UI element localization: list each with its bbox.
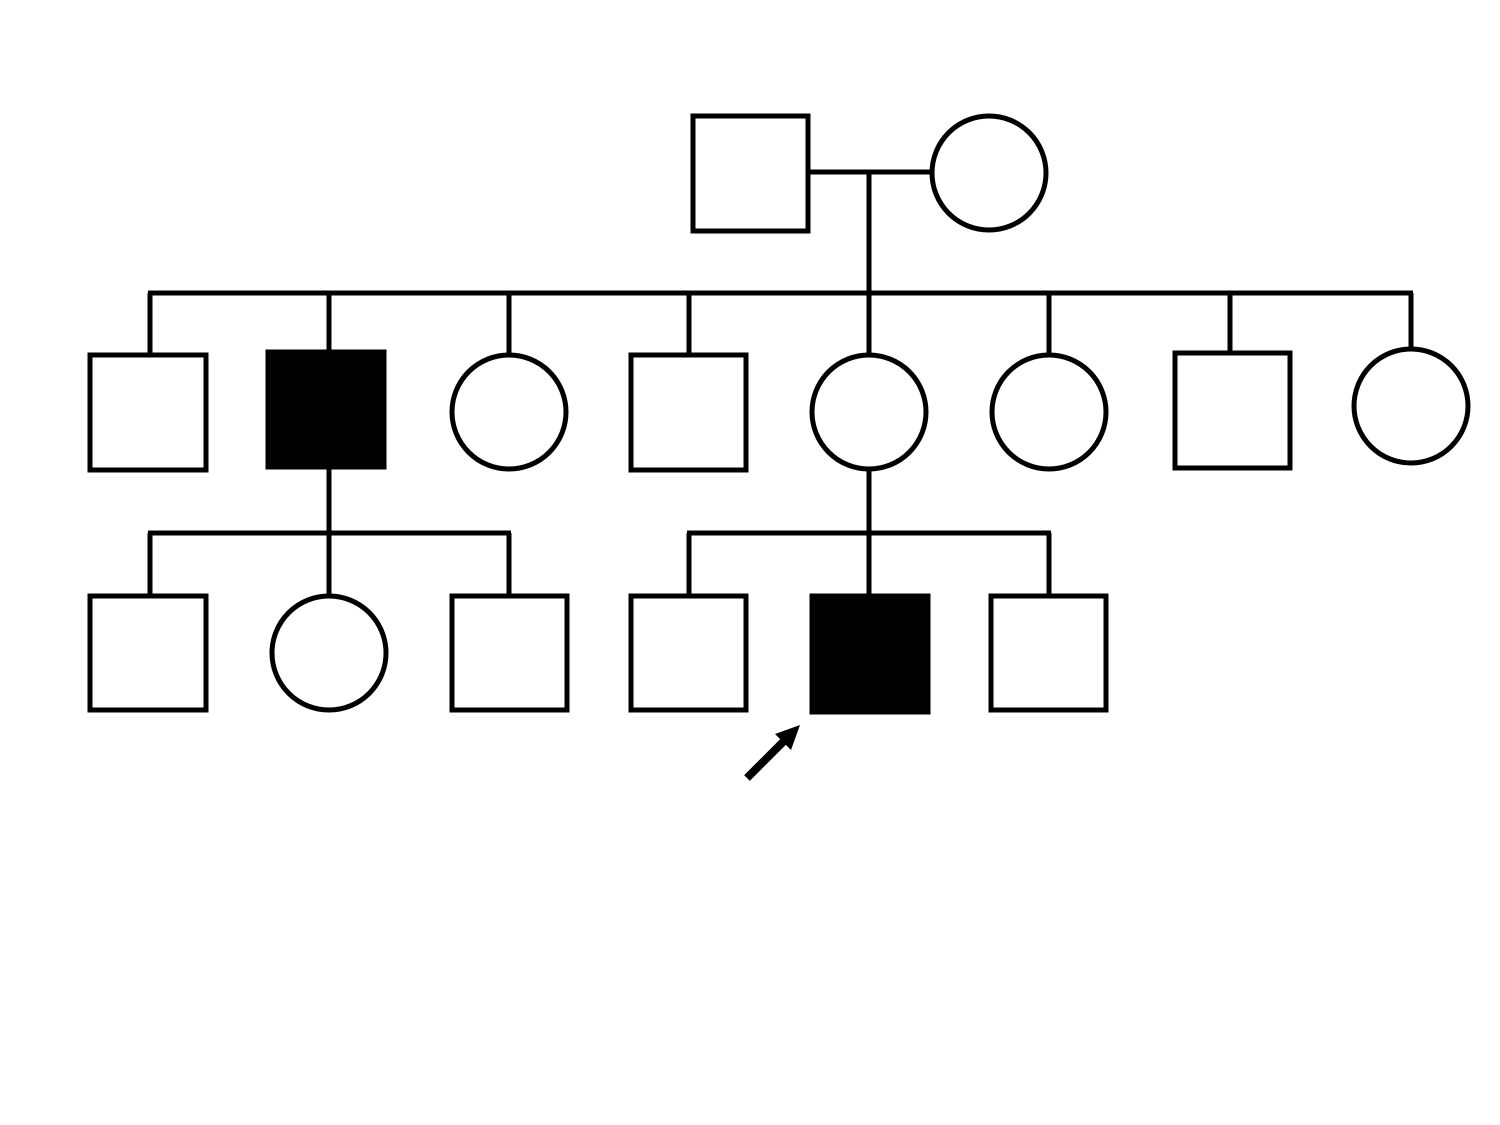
- proband-arrow-icon: [744, 725, 800, 781]
- female-individual: [1351, 346, 1471, 466]
- male-individual: [1172, 350, 1293, 471]
- proband-affected-male-individual: [809, 593, 931, 715]
- female-individual: [449, 352, 569, 472]
- male-individual: [690, 113, 811, 234]
- pedigree-lines: [147, 169, 1414, 596]
- male-individual: [87, 593, 209, 713]
- male-individual: [87, 352, 209, 473]
- female-individual: [989, 352, 1109, 472]
- male-individual: [628, 593, 749, 713]
- male-individual: [628, 352, 749, 473]
- female-individual: [269, 593, 389, 713]
- female-individual: [929, 113, 1049, 233]
- male-individual: [449, 593, 570, 713]
- male-individual: [988, 593, 1109, 713]
- female-individual: [809, 352, 929, 472]
- affected-male-individual: [265, 349, 387, 470]
